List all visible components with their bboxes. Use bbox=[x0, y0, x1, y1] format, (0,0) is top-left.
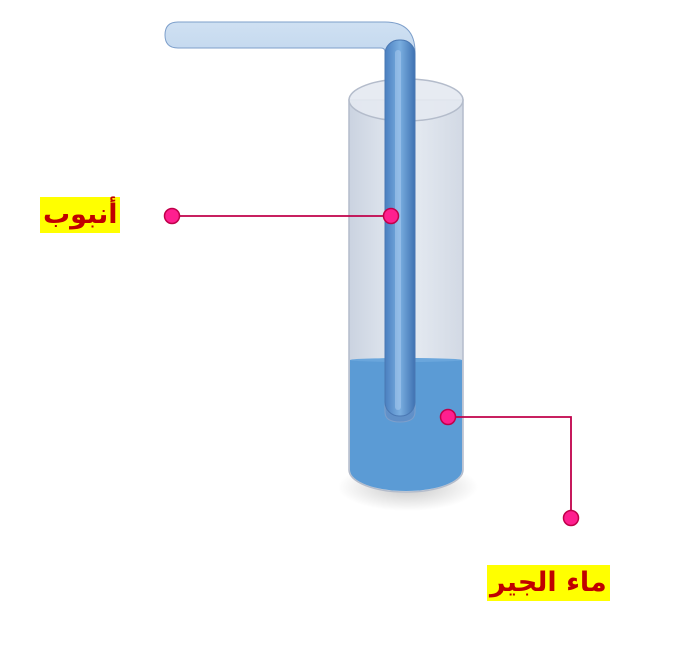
limewater-leader-start-dot bbox=[439, 408, 457, 426]
limewater-liquid bbox=[350, 360, 462, 491]
limewater-leader-end-dot bbox=[562, 509, 580, 527]
tube-leader-end-dot bbox=[382, 207, 400, 225]
limewater-leader-line bbox=[439, 408, 580, 527]
delivery-tube bbox=[164, 21, 416, 423]
tube-leader-line bbox=[163, 207, 400, 225]
tube-label: أنبوب bbox=[40, 197, 121, 233]
limewater-label: ماء الجير bbox=[487, 565, 610, 601]
tube-leader-start-dot bbox=[163, 207, 181, 225]
